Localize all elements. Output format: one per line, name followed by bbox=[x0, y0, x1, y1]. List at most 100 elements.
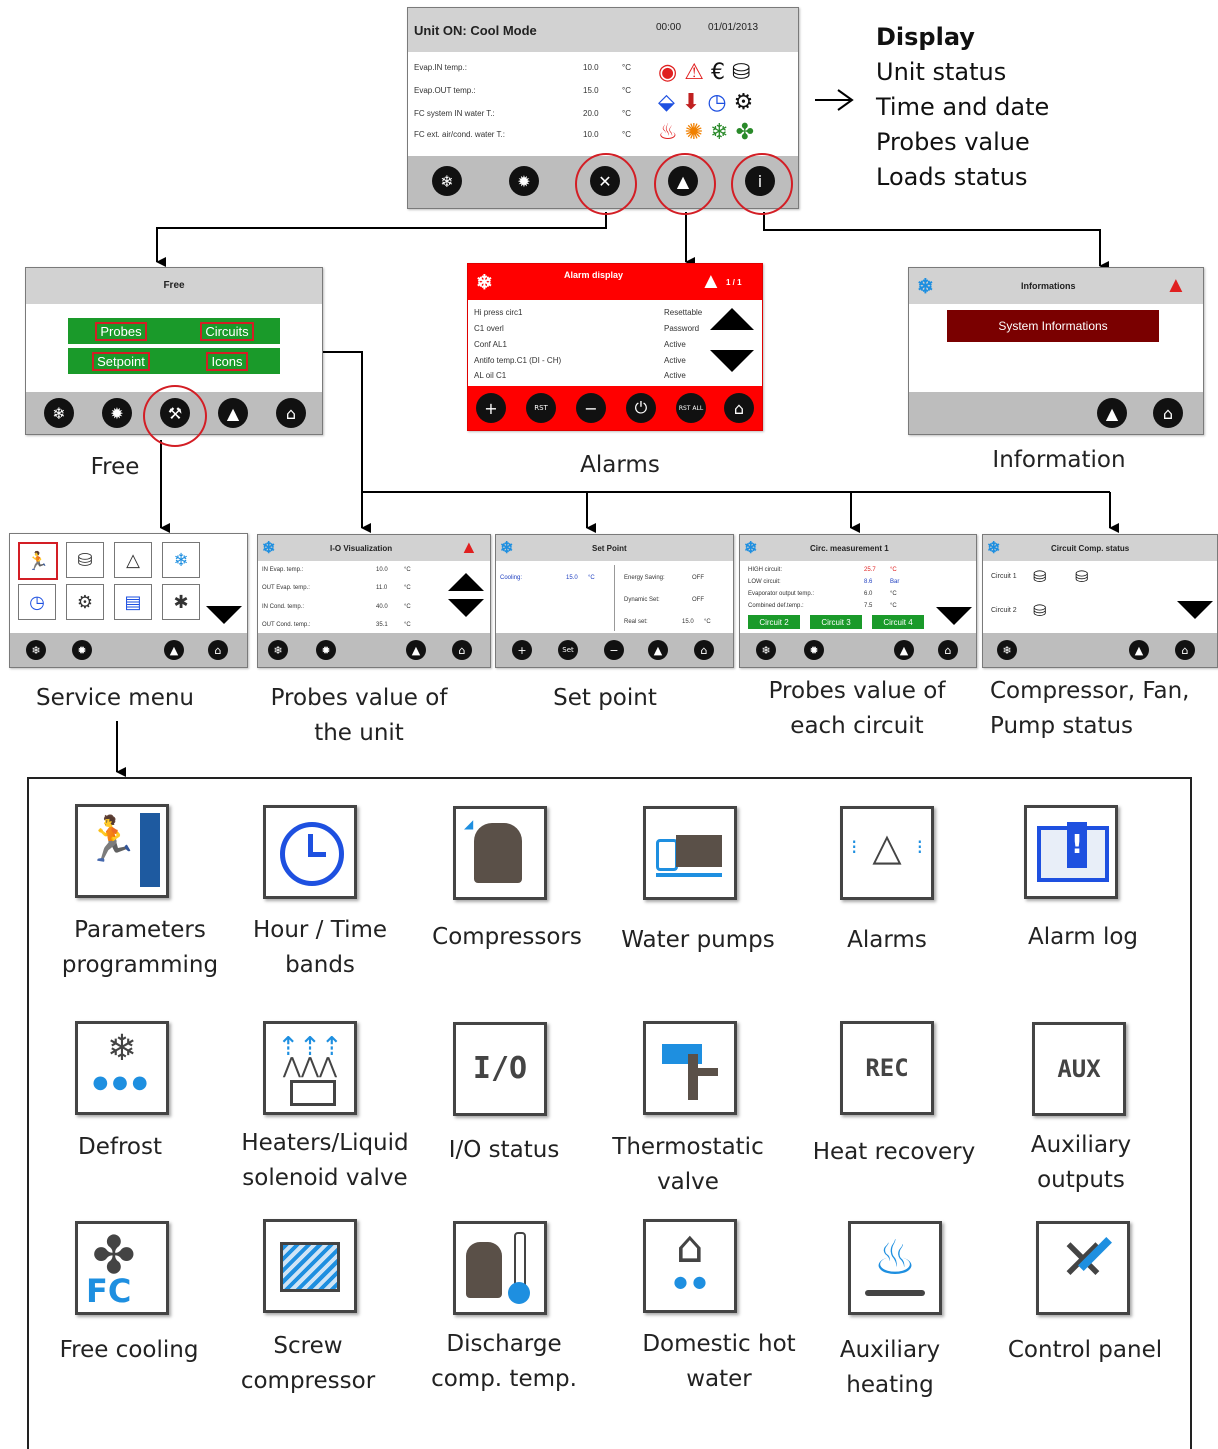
info-footer: ▲ ⌂ bbox=[909, 392, 1203, 434]
probe-unit: °C bbox=[622, 86, 631, 95]
heater-icon[interactable]: ✱ bbox=[162, 584, 200, 620]
alarm-button[interactable]: ▲ bbox=[1129, 640, 1149, 660]
cool-button[interactable]: ❄ bbox=[268, 640, 288, 660]
scroll-up-icon[interactable] bbox=[448, 573, 484, 591]
scroll-down-icon[interactable] bbox=[448, 599, 484, 617]
home-button[interactable]: ⌂ bbox=[452, 640, 472, 660]
alarm-button[interactable]: ▲ bbox=[648, 640, 668, 660]
plus-button[interactable]: + bbox=[476, 393, 506, 423]
plus-button[interactable]: + bbox=[512, 640, 532, 660]
rec-icon: REC bbox=[840, 1021, 934, 1115]
home-button[interactable]: ⌂ bbox=[694, 640, 714, 660]
legend-label: Heat recovery bbox=[812, 1139, 976, 1165]
comp-footer: ❄ ▲ ⌂ bbox=[983, 633, 1217, 667]
evaporator-icon: ⬙ bbox=[658, 90, 675, 115]
circuit-3-button[interactable]: Circuit 3 bbox=[810, 615, 862, 629]
scroll-down-icon[interactable] bbox=[936, 607, 972, 625]
setpoint-button[interactable]: Setpoint bbox=[68, 348, 174, 374]
io-row-unit: °C bbox=[404, 585, 411, 591]
circuit-4-button[interactable]: Circuit 4 bbox=[872, 615, 924, 629]
circuit-2-button[interactable]: Circuit 2 bbox=[748, 615, 800, 629]
cool-button[interactable]: ❄ bbox=[432, 166, 462, 196]
alarm-button[interactable]: ▲ bbox=[218, 398, 248, 428]
icons-button[interactable]: Icons bbox=[174, 348, 280, 374]
home-button[interactable]: ⌂ bbox=[1175, 640, 1195, 660]
scroll-up-icon[interactable] bbox=[710, 308, 754, 330]
minus-button[interactable]: − bbox=[604, 640, 624, 660]
valve-icon bbox=[643, 1021, 737, 1115]
home-button[interactable]: ⌂ bbox=[208, 640, 228, 660]
bell-icon: △ ⁝ ⁝ bbox=[840, 806, 934, 900]
cool-button[interactable]: ❄ bbox=[44, 398, 74, 428]
circ-row-label: HIGH circuit: bbox=[748, 567, 783, 573]
minus-button[interactable]: − bbox=[576, 393, 606, 423]
icon-legend-box bbox=[27, 777, 1192, 1449]
cool-button[interactable]: ❄ bbox=[997, 640, 1017, 660]
sun-icon: ✺ bbox=[684, 120, 704, 145]
setpoint-title: Set Point bbox=[592, 544, 627, 553]
circ-row-value: 6.0 bbox=[864, 591, 873, 597]
bell-icon[interactable]: △ bbox=[114, 542, 152, 578]
io-row-label: OUT Evap. temp.: bbox=[262, 585, 310, 591]
time: 00:00 bbox=[656, 22, 682, 33]
alarm-button[interactable]: ▲ bbox=[164, 640, 184, 660]
probe-label: Evap.IN temp.: bbox=[414, 63, 467, 72]
alarm-row-name: Conf AL1 bbox=[474, 340, 507, 349]
alarm-row-state: Active bbox=[664, 371, 686, 380]
defrost-icon: ❄ ●●● bbox=[75, 1021, 169, 1115]
energy-value: OFF bbox=[692, 575, 704, 581]
parameters-icon[interactable]: 🏃 bbox=[18, 542, 58, 580]
book-icon[interactable]: ▤ bbox=[114, 584, 152, 620]
date: 01/01/2013 bbox=[708, 22, 759, 33]
heat-button[interactable]: ✹ bbox=[316, 640, 336, 660]
scroll-down-icon[interactable] bbox=[710, 350, 754, 372]
io-title: I-O Visualization bbox=[330, 544, 393, 553]
service-footer: ❄ ✹ ▲ ⌂ bbox=[10, 633, 247, 667]
setpoint-label: Setpoint bbox=[92, 351, 150, 371]
alarm-button[interactable]: ▲ bbox=[406, 640, 426, 660]
alarm-row-name: Antifo temp.C1 (DI - CH) bbox=[474, 356, 562, 365]
alarm-counter: 1 / 1 bbox=[726, 278, 742, 287]
clock-icon[interactable]: ◷ bbox=[18, 584, 56, 620]
scroll-down-icon[interactable] bbox=[1177, 601, 1213, 619]
defrost-icon[interactable]: ❄ bbox=[162, 542, 200, 578]
scroll-down-icon[interactable] bbox=[206, 606, 242, 624]
reset-all-button[interactable]: RST ALL bbox=[676, 393, 706, 423]
cool-button[interactable]: ❄ bbox=[26, 640, 46, 660]
flame-icon: ♨ bbox=[848, 1221, 942, 1315]
probe-value: 15.0 bbox=[583, 86, 599, 95]
cooling-value: 15.0 bbox=[566, 575, 578, 581]
compressor-icon: ⛁ bbox=[1033, 601, 1047, 620]
wrench-highlight bbox=[143, 385, 207, 447]
probes-button[interactable]: Probes bbox=[68, 318, 174, 344]
alarm-row-state: Password bbox=[664, 324, 700, 333]
circ-row-unit: °C bbox=[890, 591, 897, 597]
reset-button[interactable]: RST bbox=[526, 393, 556, 423]
heat-button[interactable]: ✹ bbox=[102, 398, 132, 428]
legend-label: Screw compressor bbox=[240, 1333, 376, 1394]
probe-unit: °C bbox=[622, 63, 631, 72]
home-button[interactable]: ⌂ bbox=[276, 398, 306, 428]
circ-screen: ❄ Circ. measurement 1 HIGH circuit: 25.7… bbox=[739, 534, 977, 668]
heat-button[interactable]: ✹ bbox=[804, 640, 824, 660]
alarm-button[interactable]: ▲ bbox=[1097, 398, 1127, 428]
circ-row-label: Evaporator output temp.: bbox=[748, 591, 815, 597]
heat-button[interactable]: ✹ bbox=[72, 640, 92, 660]
home-button[interactable]: ⌂ bbox=[724, 393, 754, 423]
legend-label: Water pumps bbox=[621, 927, 775, 953]
cool-button[interactable]: ❄ bbox=[756, 640, 776, 660]
set-button[interactable]: Set bbox=[558, 640, 578, 660]
home-button[interactable]: ⌂ bbox=[938, 640, 958, 660]
heat-button[interactable]: ✹ bbox=[509, 166, 539, 196]
pump-icon[interactable]: ⚙ bbox=[66, 584, 104, 620]
circuits-button[interactable]: Circuits bbox=[174, 318, 280, 344]
circ-row-unit: °C bbox=[890, 567, 897, 573]
home-button[interactable]: ⌂ bbox=[1153, 398, 1183, 428]
power-button[interactable]: ⏻ bbox=[626, 393, 656, 423]
probes-circuit-caption: Probes value of each circuit bbox=[768, 678, 946, 739]
io-row-label: IN Cond. temp.: bbox=[262, 604, 305, 610]
legend-item: Loads status bbox=[876, 163, 1028, 191]
compressor-icon[interactable]: ⛁ bbox=[66, 542, 104, 578]
system-info-button[interactable]: System Informations bbox=[947, 310, 1159, 342]
alarm-button[interactable]: ▲ bbox=[894, 640, 914, 660]
